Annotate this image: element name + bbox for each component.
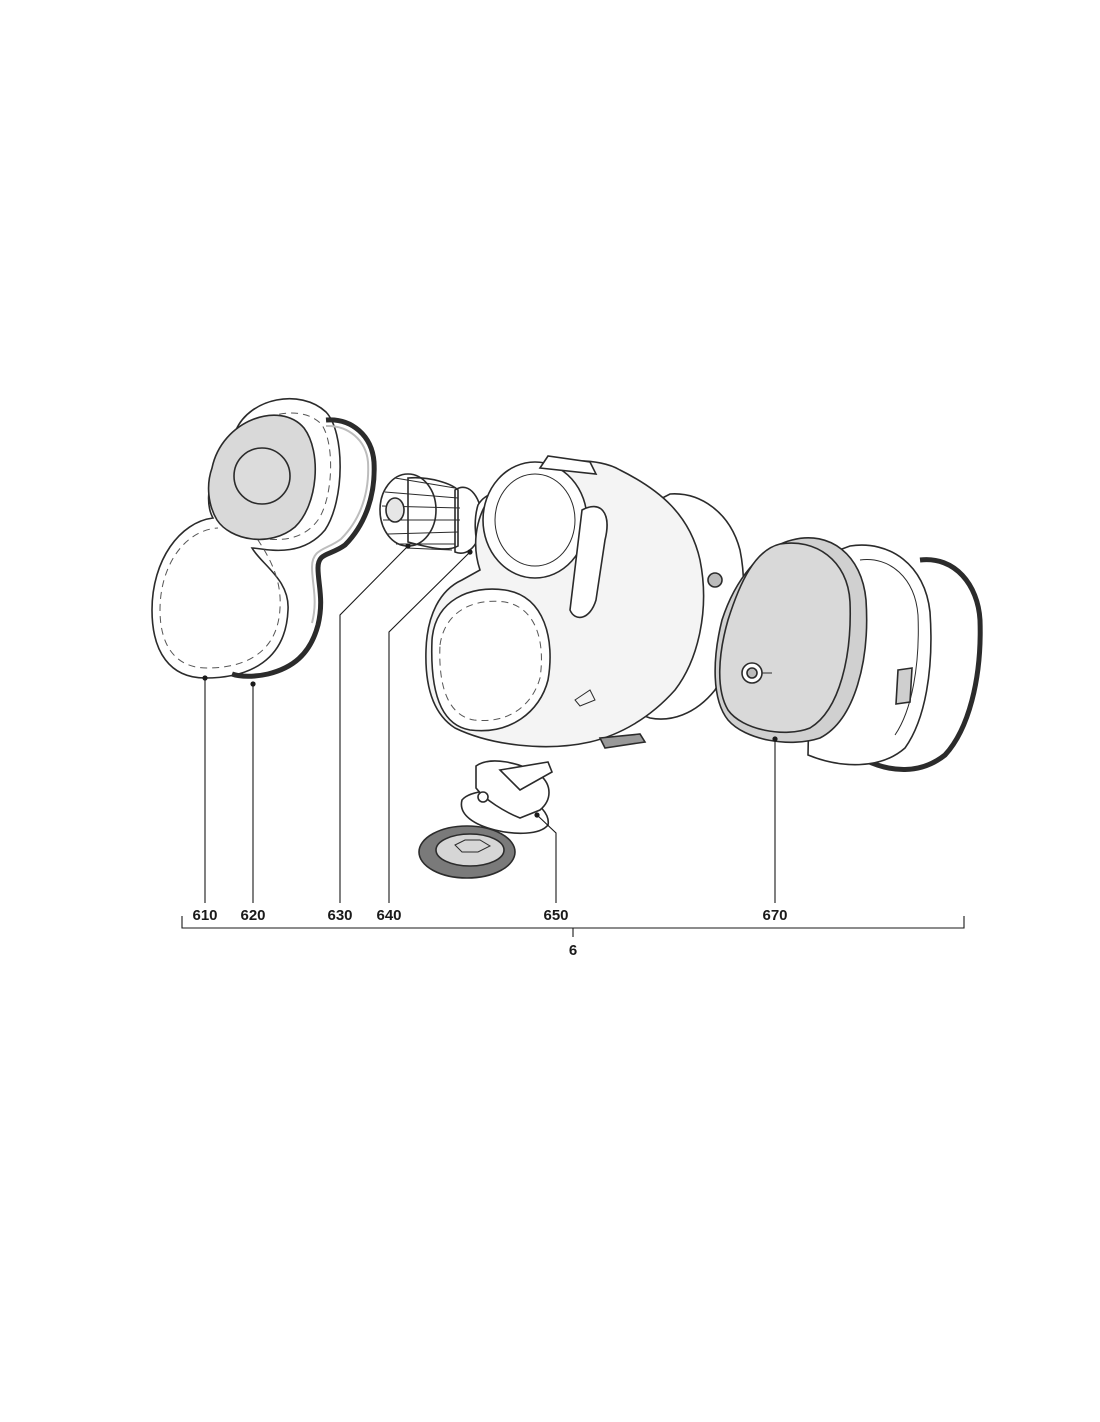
assembly-label: 6 <box>569 942 577 959</box>
part-650-inlet-adapter <box>418 760 554 879</box>
part-670-rear-filter-assembly <box>714 537 983 772</box>
callout-610: 610 <box>192 907 217 924</box>
main-housing <box>425 455 745 749</box>
callout-620: 620 <box>240 907 265 924</box>
callout-640: 640 <box>376 907 401 924</box>
leader-lines <box>181 543 965 937</box>
part-620-gasket <box>231 417 377 679</box>
callout-labels: 610 620 630 640 650 670 6 <box>192 907 787 959</box>
callout-630: 630 <box>327 907 352 924</box>
part-610-cover <box>151 398 341 679</box>
part-630-cone-filter <box>379 473 483 554</box>
callout-670: 670 <box>762 907 787 924</box>
callout-650: 650 <box>543 907 568 924</box>
